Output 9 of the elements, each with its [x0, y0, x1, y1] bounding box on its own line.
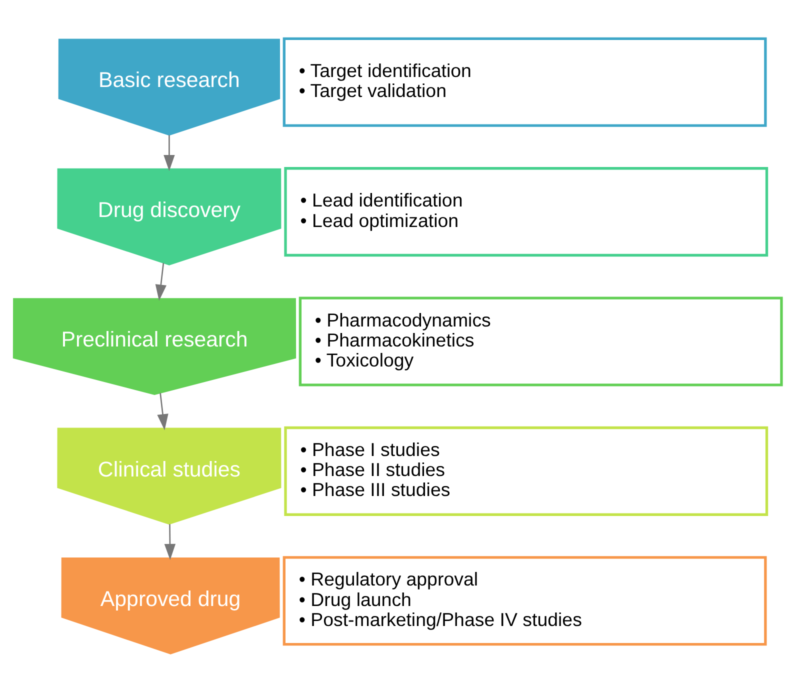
node-box: • Target identification • Target validation [282, 36, 767, 126]
arrow [157, 392, 168, 430]
arrow [155, 262, 166, 300]
node-box: • Pharmacodynamics • Pharmacokinetics • Toxicology [298, 296, 783, 386]
node-box: • Phase I studies • Phase II studies • Phase III studies [284, 426, 768, 516]
node-box: • Lead identification • Lead optimization [284, 166, 768, 256]
arrow [164, 524, 176, 560]
arrow [164, 134, 175, 171]
node-box: • Regulatory approval • Drug launch • Post-marketing/Phase IV studies [282, 556, 767, 646]
